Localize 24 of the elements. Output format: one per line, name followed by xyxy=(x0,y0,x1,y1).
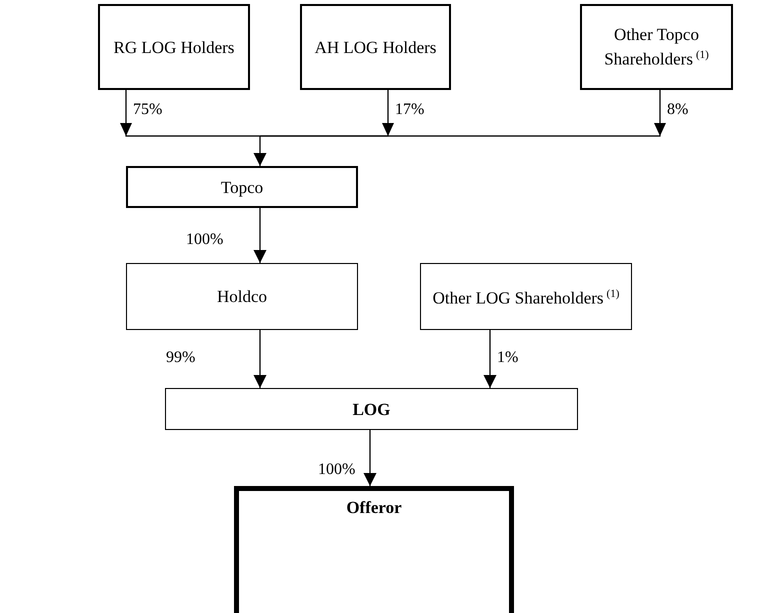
edge-label: 1% xyxy=(497,349,518,367)
edge-label: 75% xyxy=(133,101,162,119)
arrow xyxy=(254,136,266,166)
edge-label: 99% xyxy=(166,349,196,367)
entity-box xyxy=(580,4,733,90)
edge-label: 100% xyxy=(318,461,356,479)
entity-name: Offeror xyxy=(346,497,402,518)
entity-box xyxy=(126,263,358,330)
entity-box xyxy=(98,4,250,90)
edge-label: 100% xyxy=(186,231,224,249)
edge-label: 8% xyxy=(667,101,688,119)
entity-box xyxy=(165,388,578,430)
entity-name: Other LOG Shareholders$^{(1)}$ xyxy=(432,287,620,309)
entity-name: LOG xyxy=(352,398,390,420)
entity-name: AH LOG Holders xyxy=(314,36,436,58)
edge-label: 17% xyxy=(395,101,424,119)
entity-name: Other Topco Shareholders$^{(1)}$ xyxy=(603,24,710,70)
entity-name: Topco xyxy=(220,176,264,198)
entity-name: RG LOG Holders xyxy=(114,36,234,58)
entity-box xyxy=(300,4,451,90)
entity-box xyxy=(234,486,514,613)
entity-name: Holdco xyxy=(216,286,268,307)
entity-box xyxy=(420,263,632,330)
entity-box xyxy=(126,166,358,208)
